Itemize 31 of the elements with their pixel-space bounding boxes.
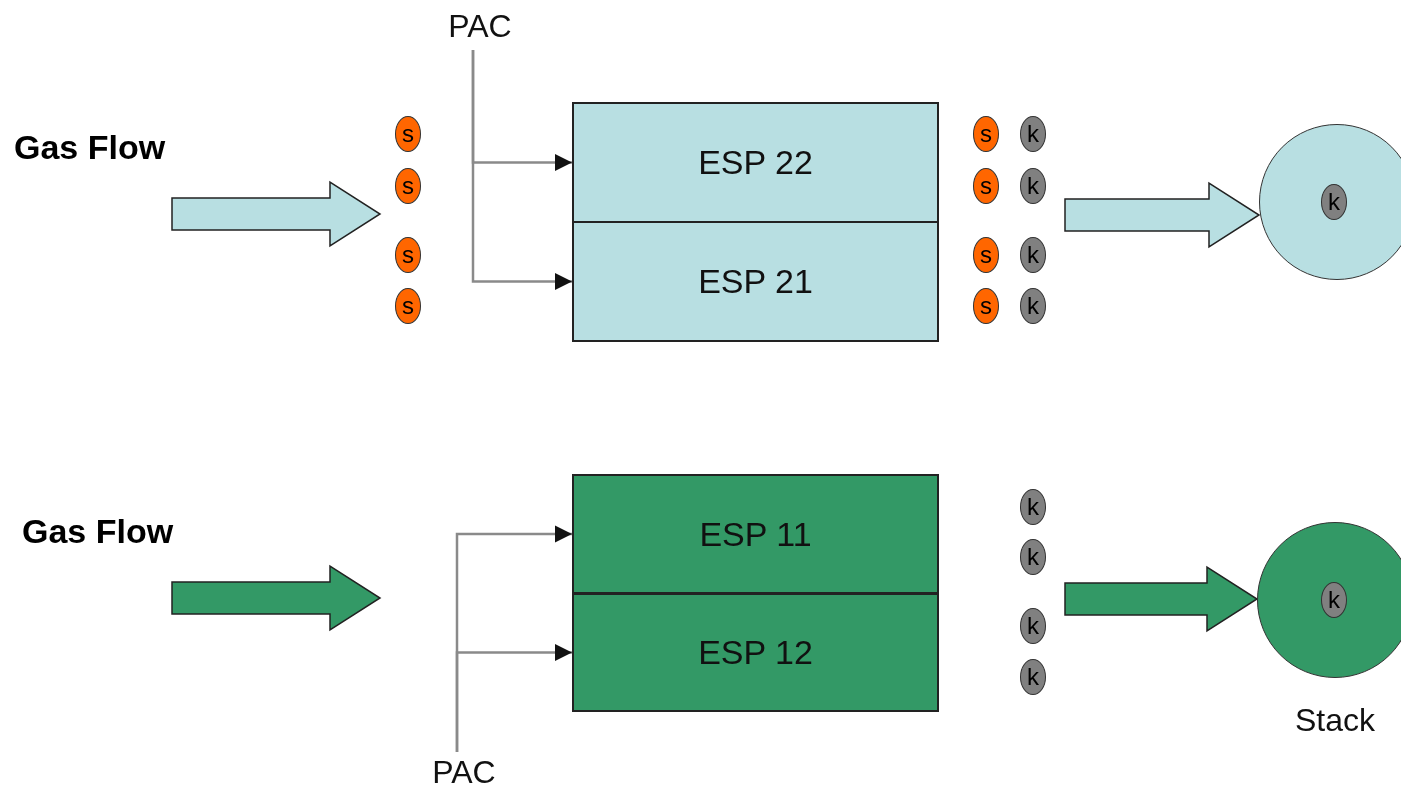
particle-marker: s (973, 116, 999, 152)
arrow (455, 643, 572, 752)
precipitator-box: ESP 22 (572, 102, 939, 223)
precipitator-box: ESP 11 (572, 474, 939, 594)
particle-marker: k (1020, 288, 1046, 324)
particle-marker: s (395, 288, 421, 324)
feed-label: PAC (430, 8, 530, 48)
particle-marker: s (973, 237, 999, 273)
particle-marker: s (395, 237, 421, 273)
flow-label: Gas Flow (22, 512, 174, 551)
particle-marker: k (1020, 608, 1046, 644)
particle-marker: k (1321, 184, 1347, 220)
precipitator-box: ESP 12 (572, 593, 939, 712)
flow-label: Gas Flow (14, 128, 166, 167)
particle-marker: s (973, 288, 999, 324)
particle-marker: k (1020, 237, 1046, 273)
particle-marker: s (395, 168, 421, 204)
stack-label: Stack (1294, 702, 1376, 739)
arrow (471, 50, 572, 291)
precipitator-box: ESP 21 (572, 221, 939, 342)
particle-marker: k (1020, 116, 1046, 152)
flow-arrow (1064, 565, 1259, 633)
particle-marker: k (1020, 659, 1046, 695)
feed-label: PAC (414, 754, 514, 794)
flow-arrow (1064, 181, 1261, 249)
particle-marker: k (1020, 539, 1046, 575)
particle-marker: k (1020, 168, 1046, 204)
particle-marker: s (973, 168, 999, 204)
particle-marker: k (1020, 489, 1046, 525)
particle-marker: s (395, 116, 421, 152)
particle-marker: k (1321, 582, 1347, 618)
